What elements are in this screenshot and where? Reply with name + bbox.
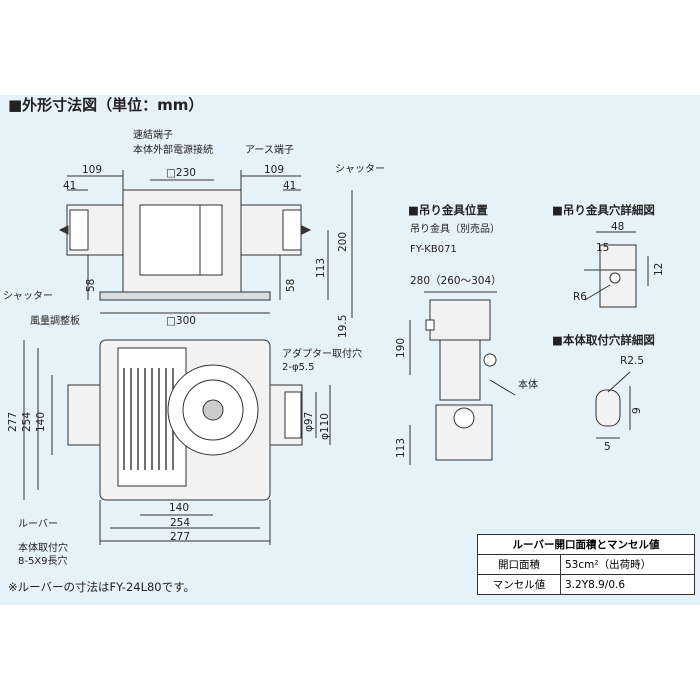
dim-190: 190 xyxy=(395,337,407,358)
spec-value: 53cm²（出荷時） xyxy=(560,554,695,575)
dim-phi97: φ97 xyxy=(303,411,315,432)
mount-holes-label: 本体取付穴 xyxy=(18,543,68,554)
spec-value: 3.2Y8.9/0.6 xyxy=(560,574,695,595)
mount-slots-label: 8-5X9長穴 xyxy=(18,556,68,567)
dim-9: 9 xyxy=(631,407,643,414)
dim-r6: R6 xyxy=(573,291,587,303)
dim-277-v: 277 xyxy=(7,411,19,432)
damper-label: 風量調整板 xyxy=(30,316,80,327)
footnote: ※ルーバーの寸法はFY-24L80です。 xyxy=(8,580,195,594)
adapter-label: アダプター取付穴 xyxy=(282,349,362,360)
table-row: 開口面積 53cm²（出荷時） xyxy=(477,554,695,575)
hanger-title: ■吊り金具位置 xyxy=(408,203,488,217)
top-view xyxy=(58,170,353,318)
dim-280: 280（260〜304） xyxy=(410,275,502,287)
dim-113-hanger: 113 xyxy=(395,437,407,458)
earth-terminal-label: アース端子 xyxy=(245,145,294,156)
shutter-left-label: シャッター xyxy=(3,291,53,302)
adapter-holes-label: 2-φ5.5 xyxy=(282,362,315,373)
dim-254-v: 254 xyxy=(21,411,33,432)
dim-r2-5: R2.5 xyxy=(620,355,644,367)
body-hole-view xyxy=(595,371,631,439)
dim-109-right: 109 xyxy=(264,164,285,176)
dim-phi110: φ110 xyxy=(319,413,331,440)
dim-140-h: 140 xyxy=(169,502,190,514)
quick-terminal-label: 速結端子 xyxy=(133,130,173,141)
body-hole-title: ■本体取付穴詳細図 xyxy=(552,333,655,347)
dim-58-left: 58 xyxy=(85,278,97,292)
dim-113-top: 113 xyxy=(315,257,327,278)
louver-label: ルーバー xyxy=(18,519,58,530)
dim-19-5: 19.5 xyxy=(337,314,349,338)
hanger-hole-title: ■吊り金具穴詳細図 xyxy=(552,203,655,217)
dim-277-h: 277 xyxy=(170,531,191,543)
table-row: マンセル値 3.2Y8.9/0.6 xyxy=(477,574,695,595)
dim-15: 15 xyxy=(596,242,610,254)
dim-41-left: 41 xyxy=(63,180,77,192)
dim-box300: □300 xyxy=(166,315,196,327)
spec-table-header: ルーバー開口面積とマンセル値 xyxy=(477,534,695,555)
dim-140-v: 140 xyxy=(35,411,47,432)
dim-box230: □230 xyxy=(166,167,196,179)
dim-200: 200 xyxy=(337,231,349,252)
dim-5: 5 xyxy=(604,441,611,453)
dim-48: 48 xyxy=(611,221,625,233)
spec-table: ルーバー開口面積とマンセル値 開口面積 53cm²（出荷時） マンセル値 3.2… xyxy=(477,534,695,595)
dim-58-right: 58 xyxy=(285,278,297,292)
dim-41-right: 41 xyxy=(283,180,297,192)
dim-109-left: 109 xyxy=(82,164,103,176)
spec-key: マンセル値 xyxy=(477,574,561,595)
external-power-label: 本体外部電源接続 xyxy=(133,145,213,156)
body-label: 本体 xyxy=(518,380,538,391)
page-title: ■外形寸法図（単位：mm） xyxy=(8,96,204,114)
hanger-hole-view xyxy=(584,231,649,308)
shutter-right-label: シャッター xyxy=(335,164,385,175)
dim-254-h: 254 xyxy=(170,517,191,529)
hanger-part-label: 吊り金具（別売品） xyxy=(410,224,500,235)
hanger-view xyxy=(409,291,516,465)
bottom-view xyxy=(23,339,331,545)
spec-key: 開口面積 xyxy=(477,554,561,575)
dim-12: 12 xyxy=(653,262,665,276)
hanger-model-label: FY-KB071 xyxy=(410,244,457,255)
